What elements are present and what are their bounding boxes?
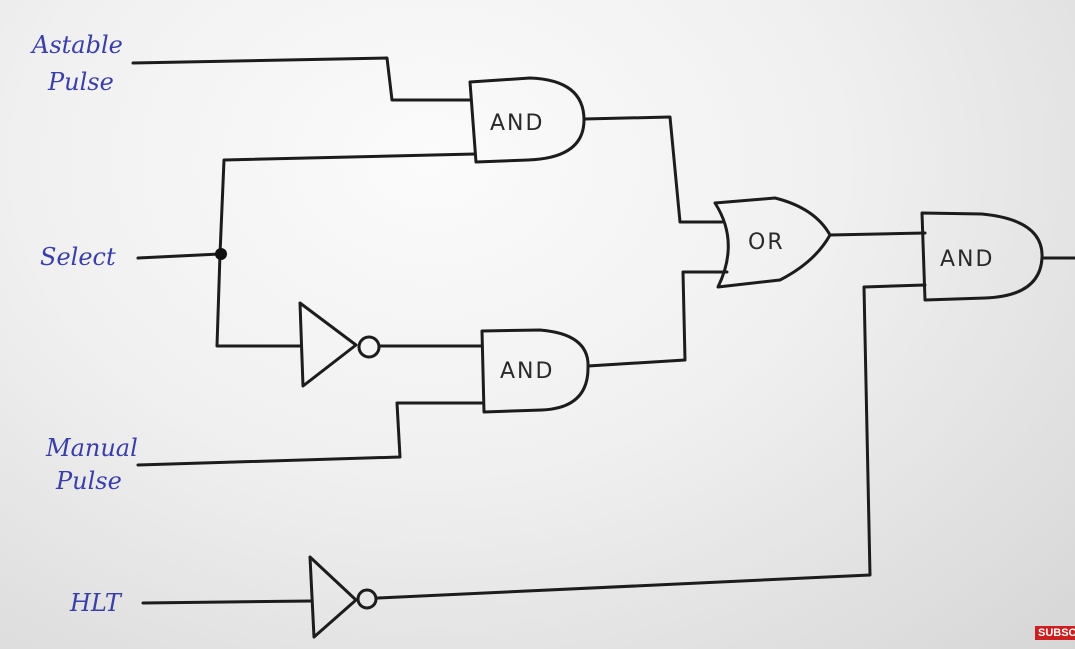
wire-select-up [218, 152, 477, 256]
and-gate-bottom: AND [480, 328, 590, 414]
and-gate-output-label: AND [940, 247, 994, 272]
wire-select-in [136, 252, 222, 260]
and-gate-top-label: AND [490, 111, 544, 136]
junction-dot [215, 248, 227, 260]
label-select: Select [40, 243, 116, 271]
inverter-hlt-bubble [356, 588, 378, 610]
wire-select-down [215, 252, 302, 348]
and-gate-top: AND [468, 76, 586, 164]
wire-and-bottom-out [586, 270, 729, 368]
label-manual: Manual [45, 434, 138, 462]
inverter-hlt [308, 555, 378, 639]
or-gate: OR [713, 196, 832, 289]
and-gate-bottom-label: AND [500, 359, 554, 384]
label-astable: Astable [30, 31, 123, 59]
label-astable-pulse: Pulse [47, 68, 114, 96]
wire-or-out [828, 231, 927, 237]
inverter-select-bubble [357, 335, 381, 359]
and-gate-output: AND [920, 211, 1044, 302]
subscribe-button[interactable]: SUBSCRIBE [1035, 626, 1075, 640]
or-gate-label: OR [748, 230, 785, 255]
wire-manual [136, 401, 484, 467]
label-manual-pulse: Pulse [55, 467, 122, 495]
wire-astable [131, 56, 472, 102]
wire-inverter2-out [376, 283, 927, 600]
inverter-select [298, 301, 381, 388]
label-hlt: HLT [69, 589, 123, 617]
wire-hlt-in [141, 599, 314, 605]
wire-and-top-out [582, 115, 724, 224]
